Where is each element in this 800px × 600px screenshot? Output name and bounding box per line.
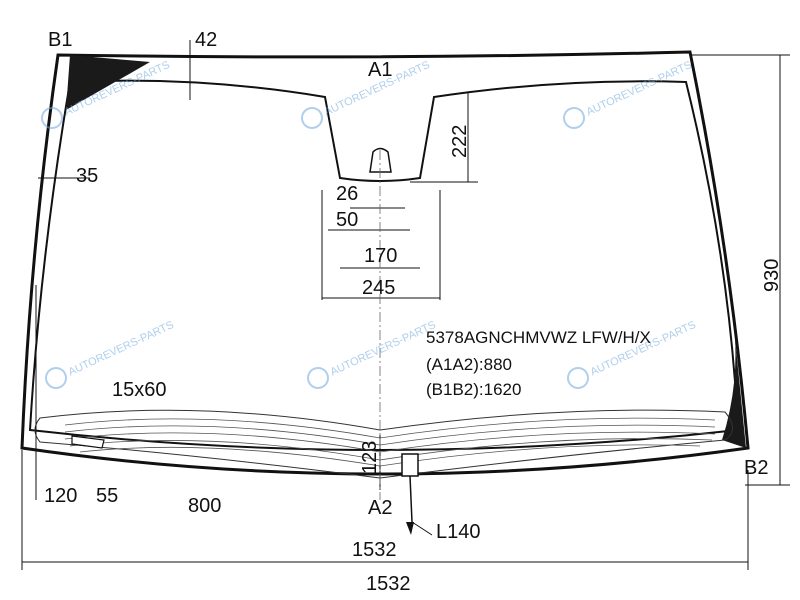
svg-text:AUTOREVERS-PARTS: AUTOREVERS-PARTS	[585, 59, 694, 118]
watermark-3: AUTOREVERS-PARTS	[563, 59, 694, 129]
dim-55: 55	[96, 485, 118, 507]
label-a2: A2	[368, 497, 392, 519]
watermark-6: AUTOREVERS-PARTS	[567, 319, 698, 389]
mirror-mount	[369, 147, 392, 173]
dimension-lines	[21, 40, 790, 570]
dim-15x60: 15x60	[112, 379, 167, 401]
watermark-5: AUTOREVERS-PARTS	[307, 319, 438, 389]
dim-120: 120	[44, 485, 77, 507]
svg-text:AUTOREVERS-PARTS: AUTOREVERS-PARTS	[67, 319, 176, 378]
dim-930: 930	[761, 259, 783, 292]
dim-1532: 1532	[366, 573, 411, 595]
dim-170: 170	[364, 245, 397, 267]
heated-zone	[34, 409, 733, 479]
dim-26: 26	[336, 183, 358, 205]
dim-35: 35	[76, 165, 98, 187]
length-b1b2: (B1B2):1620	[426, 380, 521, 399]
dim-1532-lower: 1532	[352, 539, 397, 561]
dim-50: 50	[336, 209, 358, 231]
corner-fill-left	[66, 55, 150, 110]
cable-end	[406, 522, 414, 535]
glass-outline	[20, 50, 750, 476]
dim-42: 42	[195, 29, 217, 51]
label-b2: B2	[744, 457, 768, 479]
dim-800: 800	[188, 495, 221, 517]
dim-l140: L140	[436, 521, 481, 543]
visible-area-outline	[28, 79, 740, 451]
label-a1: A1	[368, 59, 392, 81]
dim-123: 123	[359, 441, 381, 474]
part-code: 5378AGNCHMVWZ LFW/H/X	[426, 328, 651, 347]
connector-slot	[71, 435, 105, 449]
corner-fill-right	[722, 338, 746, 448]
cable	[409, 475, 413, 523]
dim-245: 245	[362, 277, 395, 299]
dim-222: 222	[449, 125, 471, 158]
watermark-2: AUTOREVERS-PARTS	[301, 59, 432, 129]
svg-text:AUTOREVERS-PARTS: AUTOREVERS-PARTS	[329, 319, 438, 378]
connector-box	[401, 453, 419, 477]
length-a1a2: (A1A2):880	[426, 355, 512, 374]
label-b1: B1	[48, 29, 72, 51]
